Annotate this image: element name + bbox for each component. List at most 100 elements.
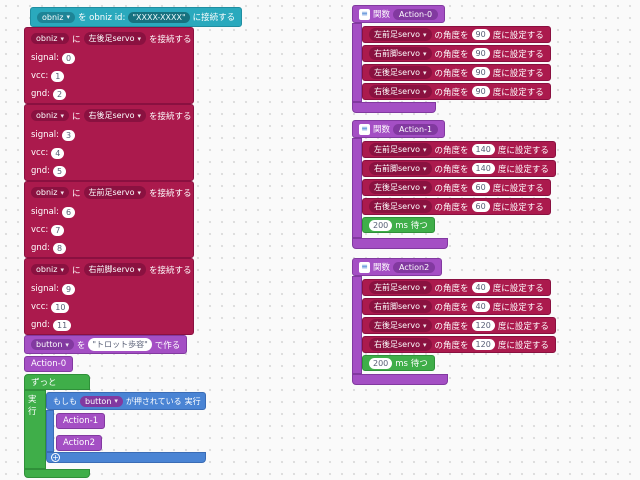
if-block-top[interactable]: もしも button が押されている 実行 xyxy=(46,392,206,410)
servo-dropdown-label: 左後足servo xyxy=(88,34,135,43)
signal-row: signal:6 xyxy=(25,203,193,221)
function-def-rail[interactable] xyxy=(352,138,362,238)
set-angle-block[interactable]: 左後足servo の角度を 120 度に設定する xyxy=(362,317,556,334)
servo-dropdown[interactable]: 左後足servo xyxy=(369,181,432,194)
if-block-bottom[interactable] xyxy=(46,452,206,463)
angle-value-field[interactable]: 140 xyxy=(471,163,495,174)
angle-suffix-label: 度に設定する xyxy=(492,30,544,41)
signal-value-field[interactable]: 3 xyxy=(62,129,76,141)
function-def-header[interactable]: 関数 Action-1 xyxy=(352,120,446,138)
vcc-value-field[interactable]: 10 xyxy=(51,301,70,313)
function-def-rail[interactable] xyxy=(352,276,362,374)
set-angle-block[interactable]: 右前脚servo の角度を 40 度に設定する xyxy=(362,298,551,315)
angle-value-field[interactable]: 120 xyxy=(471,339,495,350)
button-var-dropdown[interactable]: button xyxy=(80,395,123,407)
obniz-dropdown[interactable]: obniz xyxy=(37,11,75,23)
angle-value-field[interactable]: 40 xyxy=(471,282,490,293)
vcc-value-field[interactable]: 4 xyxy=(51,147,65,159)
forever-block-top[interactable]: ずっと xyxy=(24,374,90,390)
add-else-icon[interactable] xyxy=(51,453,60,462)
button-dropdown[interactable]: button xyxy=(31,339,74,350)
servo-connect-block[interactable]: obniz に 左前足servo を接続する signal:6 vcc:7 gn… xyxy=(24,181,194,258)
angle-value-field[interactable]: 120 xyxy=(471,320,495,331)
function-def-bottom[interactable] xyxy=(352,102,436,113)
set-angle-block[interactable]: 右後足servo の角度を 90 度に設定する xyxy=(362,83,551,100)
gnd-value-field[interactable]: 8 xyxy=(53,242,67,254)
function-name-field[interactable]: Action-1 xyxy=(393,123,439,135)
obniz-id-field[interactable]: "XXXX-XXXX" xyxy=(128,11,190,23)
servo-connect-block[interactable]: obniz に 右前脚servo を接続する signal:9 vcc:10 g… xyxy=(24,258,194,335)
connect-suffix-label: を接続する xyxy=(149,265,192,276)
obniz-dropdown[interactable]: obniz xyxy=(31,187,69,198)
servo-dropdown[interactable]: 右前脚servo xyxy=(369,47,432,60)
function-def-header[interactable]: 関数 Action2 xyxy=(352,258,443,276)
servo-dropdown[interactable]: 左後足servo xyxy=(369,319,432,332)
set-angle-block[interactable]: 左後足servo の角度を 60 度に設定する xyxy=(362,179,551,196)
servo-dropdown[interactable]: 左前足servo xyxy=(369,281,432,294)
angle-value-field[interactable]: 60 xyxy=(471,182,490,193)
obniz-dropdown[interactable]: obniz xyxy=(31,110,69,121)
signal-value-field[interactable]: 0 xyxy=(62,52,76,64)
gnd-value-field[interactable]: 5 xyxy=(53,165,67,177)
obniz-connect-block[interactable]: obniz を obniz id: "XXXX-XXXX" に接続する xyxy=(30,7,243,27)
signal-value-field[interactable]: 9 xyxy=(62,283,76,295)
servo-dropdown[interactable]: 右後足servo xyxy=(369,338,432,351)
angle-suffix-label: 度に設定する xyxy=(492,302,544,313)
set-angle-block[interactable]: 左後足servo の角度を 90 度に設定する xyxy=(362,64,551,81)
wait-block[interactable]: 200 ms 待つ xyxy=(362,355,435,371)
angle-value-field[interactable]: 140 xyxy=(471,144,495,155)
set-angle-block[interactable]: 右前脚servo の角度を 90 度に設定する xyxy=(362,45,551,62)
action-call-block[interactable]: Action-1 xyxy=(56,413,106,429)
servo-dropdown[interactable]: 右前脚servo xyxy=(369,162,432,175)
angle-value-field[interactable]: 90 xyxy=(471,67,490,78)
servo-dropdown[interactable]: 右後足servo xyxy=(83,109,147,122)
angle-value-field[interactable]: 60 xyxy=(471,201,490,212)
angle-prefix-label: の角度を xyxy=(434,145,469,156)
function-def-header[interactable]: 関数 Action-0 xyxy=(352,5,446,23)
wait-ms-field[interactable]: 200 xyxy=(369,357,393,369)
button-create-block[interactable]: button を "トロット歩容" で作る xyxy=(24,335,188,354)
wait-block[interactable]: 200 ms 待つ xyxy=(362,217,435,233)
function-def-bottom[interactable] xyxy=(352,374,448,385)
set-angle-block[interactable]: 左前足servo の角度を 40 度に設定する xyxy=(362,279,551,296)
angle-value-field[interactable]: 40 xyxy=(471,301,490,312)
angle-value-field[interactable]: 90 xyxy=(471,29,490,40)
servo-connect-block[interactable]: obniz に 左後足servo を接続する signal:0 vcc:1 gn… xyxy=(24,27,194,104)
action-call-block[interactable]: Action2 xyxy=(56,435,103,451)
vcc-value-field[interactable]: 7 xyxy=(51,224,65,236)
vcc-value-field[interactable]: 1 xyxy=(51,70,65,82)
if-block-rail[interactable] xyxy=(46,410,54,452)
forever-block-bottom[interactable] xyxy=(24,469,90,478)
set-angle-block[interactable]: 左前足servo の角度を 90 度に設定する xyxy=(362,26,551,43)
button-name-field[interactable]: "トロット歩容" xyxy=(88,338,152,351)
gnd-value-field[interactable]: 11 xyxy=(53,319,72,331)
servo-dropdown[interactable]: 右前脚servo xyxy=(369,300,432,313)
servo-dropdown[interactable]: 右前脚servo xyxy=(83,263,147,276)
wait-ms-field[interactable]: 200 xyxy=(369,219,393,231)
servo-connect-block[interactable]: obniz に 右後足servo を接続する signal:3 vcc:4 gn… xyxy=(24,104,194,181)
servo-dropdown[interactable]: 左前足servo xyxy=(83,186,147,199)
set-angle-block[interactable]: 右後足servo の角度を 60 度に設定する xyxy=(362,198,551,215)
servo-dropdown[interactable]: 左前足servo xyxy=(369,28,432,41)
servo-dropdown[interactable]: 左後足servo xyxy=(369,66,432,79)
servo-dropdown[interactable]: 右後足servo xyxy=(369,85,432,98)
signal-value-field[interactable]: 6 xyxy=(62,206,76,218)
angle-value-field[interactable]: 90 xyxy=(471,86,490,97)
function-name-field[interactable]: Action-0 xyxy=(393,8,439,20)
function-name-field[interactable]: Action2 xyxy=(393,261,436,273)
function-def-bottom[interactable] xyxy=(352,238,448,249)
action-call-block[interactable]: Action-0 xyxy=(24,356,74,372)
set-angle-block[interactable]: 右後足servo の角度を 120 度に設定する xyxy=(362,336,556,353)
servo-dropdown[interactable]: 左後足servo xyxy=(83,32,147,45)
set-angle-block[interactable]: 右前脚servo の角度を 140 度に設定する xyxy=(362,160,556,177)
signal-label: signal: xyxy=(31,284,60,294)
obniz-dropdown[interactable]: obniz xyxy=(31,33,69,44)
forever-block-rail[interactable]: 実行 xyxy=(24,390,46,469)
servo-dropdown[interactable]: 左前足servo xyxy=(369,143,432,156)
obniz-dropdown[interactable]: obniz xyxy=(31,264,69,275)
servo-dropdown[interactable]: 右後足servo xyxy=(369,200,432,213)
function-def-rail[interactable] xyxy=(352,23,362,102)
set-angle-block[interactable]: 左前足servo の角度を 140 度に設定する xyxy=(362,141,556,158)
gnd-value-field[interactable]: 2 xyxy=(53,88,67,100)
angle-value-field[interactable]: 90 xyxy=(471,48,490,59)
